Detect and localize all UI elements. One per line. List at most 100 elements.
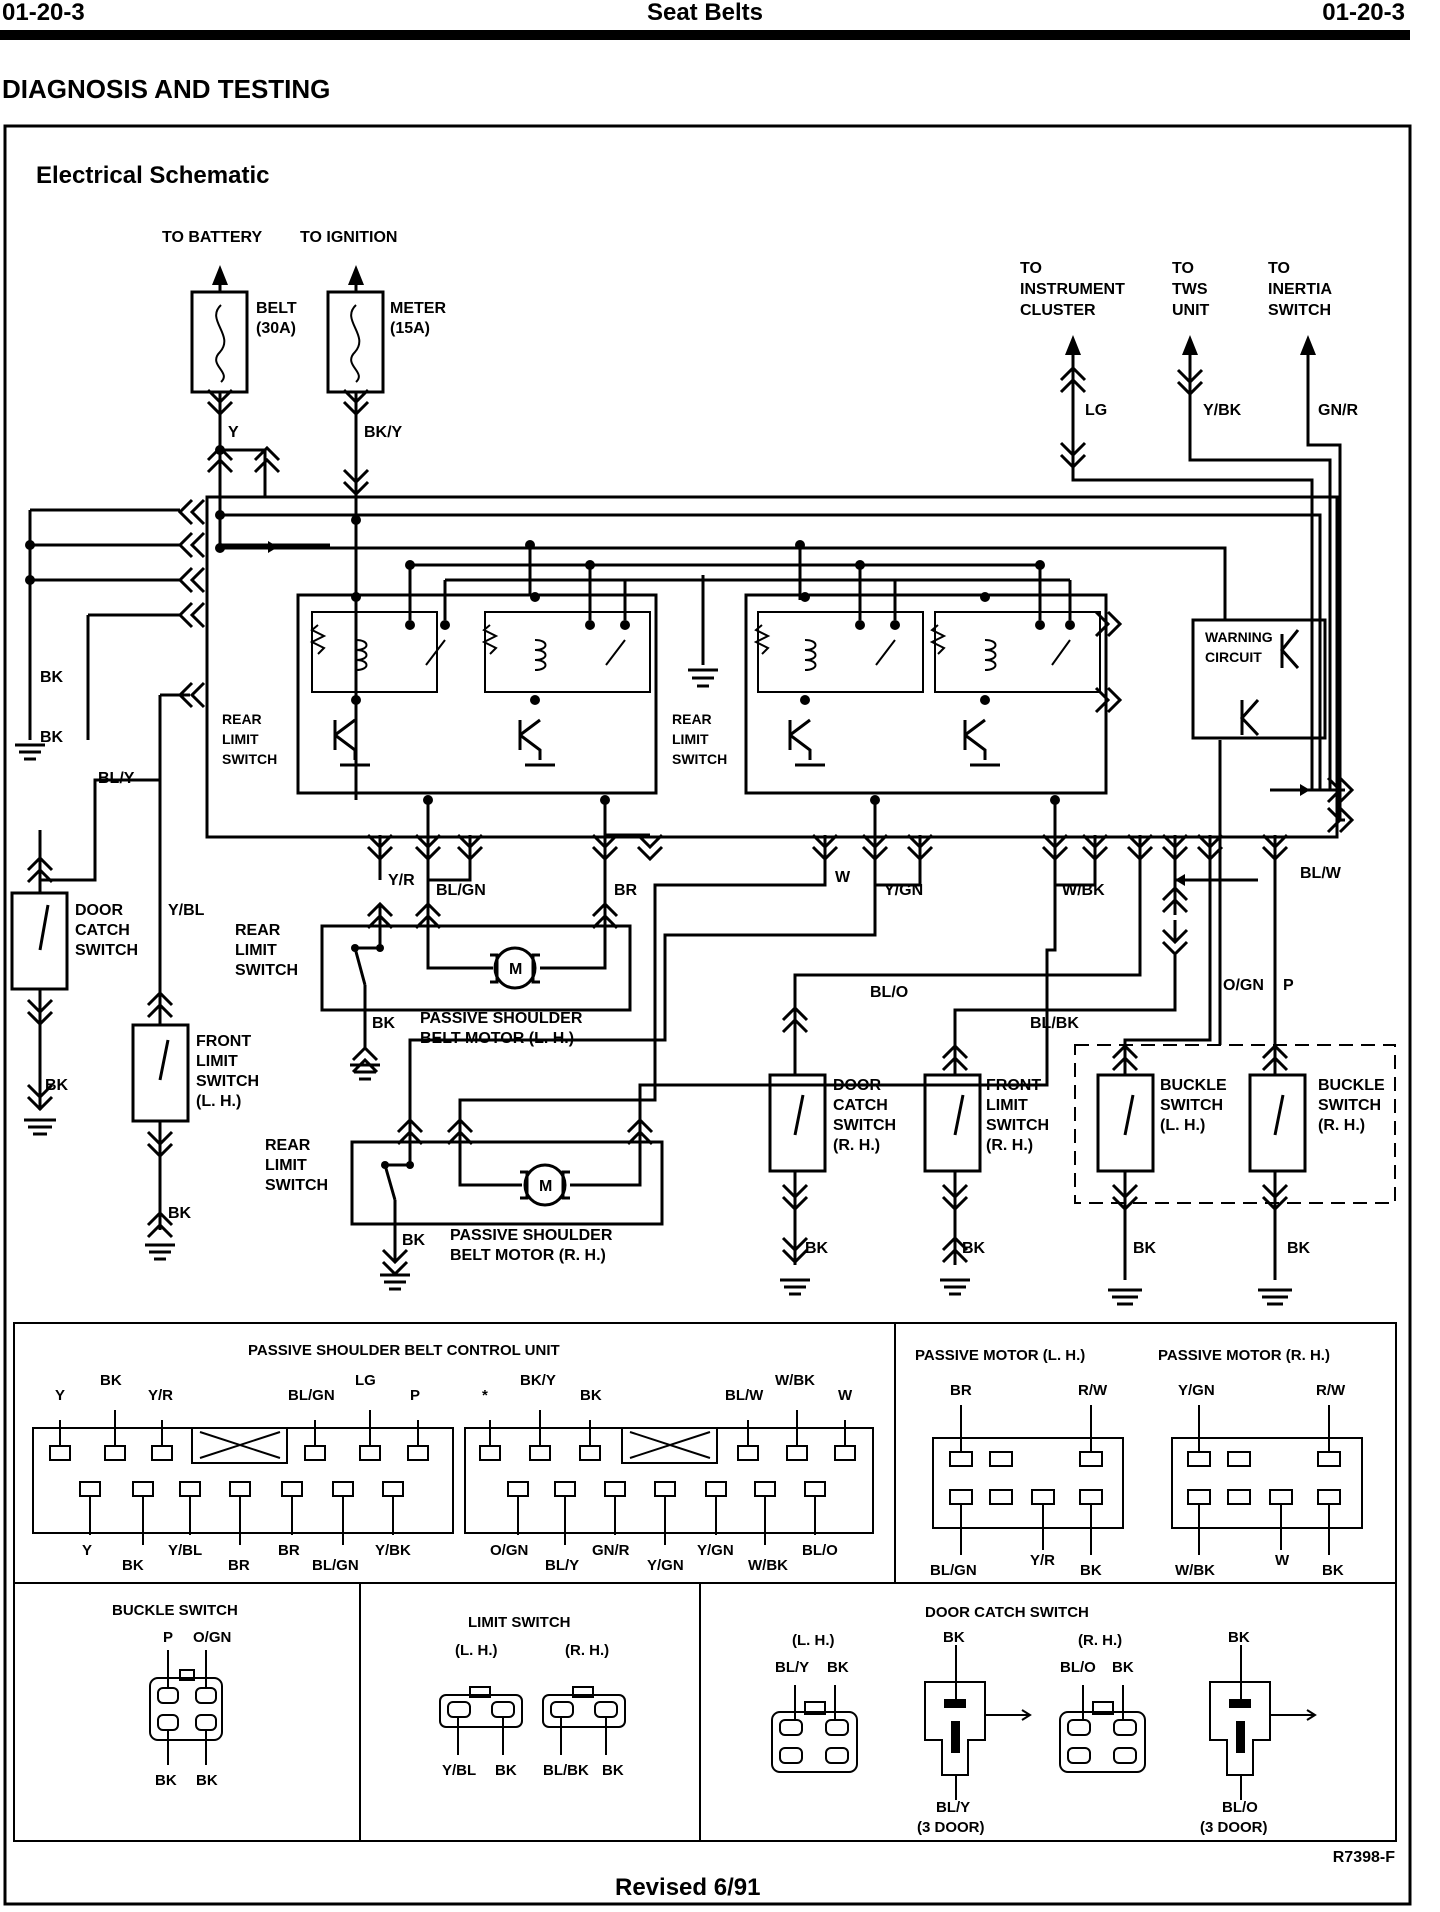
door-rh-bk: BK: [1228, 1629, 1250, 1646]
warning-circuit-1: WARNING: [1205, 629, 1273, 645]
door-catch-rh-3: SWITCH: [833, 1117, 896, 1134]
door-catch-rh-1: DOOR: [833, 1077, 881, 1094]
to-ignition-label: TO IGNITION: [300, 229, 397, 246]
door-switch-rh-body: [1209, 1681, 1271, 1776]
limit-rh-w0: BL/BK: [543, 1762, 589, 1779]
cu-r-bot-4: Y/GN: [697, 1542, 734, 1559]
buckle-conn-top-1: O/GN: [193, 1629, 231, 1646]
motor-rh-symbol: M: [539, 1178, 552, 1195]
wire-p: P: [1283, 977, 1294, 994]
motor-rh-label-2: BELT MOTOR (R. H.): [450, 1247, 606, 1264]
door-catch-switch-lh: [10, 891, 69, 991]
cu-l-top-2: Y/R: [148, 1387, 173, 1404]
wire-bk-4: BK: [168, 1205, 192, 1222]
figure-id: R7398-F: [1333, 1849, 1395, 1866]
door-rh-bottom-1: (3 DOOR): [1200, 1819, 1268, 1836]
door-catch-switch-rh: [768, 1073, 827, 1173]
cu-l-bot-4: BR: [278, 1542, 300, 1559]
limit-conn-rh: (R. H.): [565, 1642, 609, 1659]
section-title: DIAGNOSIS AND TESTING: [2, 74, 330, 104]
fuse-belt-rating: (30A): [256, 320, 296, 337]
cu-l-bot-5: BL/GN: [312, 1557, 359, 1574]
wire-yr: Y/R: [388, 872, 415, 889]
rear-limit-lh-3: SWITCH: [235, 962, 298, 979]
rear-limit-inside-l-3: SWITCH: [222, 751, 277, 767]
wire-wbk: W/BK: [1062, 882, 1105, 899]
to-tws-line1: TO: [1172, 260, 1194, 277]
wire-ygn: Y/GN: [884, 882, 923, 899]
cu-l-bot-2: Y/BL: [168, 1542, 202, 1559]
buckle-lh-2: SWITCH: [1160, 1097, 1223, 1114]
limit-lh-w1: BK: [495, 1762, 517, 1779]
motor-rh-conn-title: PASSIVE MOTOR (R. H.): [1158, 1347, 1330, 1364]
rear-limit-inside-l-2: LIMIT: [222, 731, 259, 747]
to-inertia-line1: TO: [1268, 260, 1290, 277]
wire-bky: BK/Y: [364, 424, 403, 441]
cu-r-top-1: BK/Y: [520, 1372, 556, 1389]
to-inertia-line2: INERTIA: [1268, 281, 1332, 298]
door-connector-rh: [1059, 1711, 1146, 1773]
figure-frame: [3, 124, 1412, 1906]
cu-r-top-4: W/BK: [775, 1372, 815, 1389]
cu-l-bot-6: Y/BK: [375, 1542, 411, 1559]
cu-r-top-0: *: [482, 1387, 488, 1404]
cu-r-bot-5: W/BK: [748, 1557, 788, 1574]
door-lh-w1: BK: [827, 1659, 849, 1676]
header-center: Seat Belts: [647, 0, 763, 26]
wire-bk-motor-lh: BK: [372, 1015, 396, 1032]
motor-lh-top-1: R/W: [1078, 1382, 1108, 1399]
motor-lh-top-0: BR: [950, 1382, 972, 1399]
to-cluster-line3: CLUSTER: [1020, 302, 1096, 319]
motor-rh-bot-2: BK: [1322, 1562, 1344, 1579]
relay-block-left: [296, 593, 658, 795]
rear-limit-inside-r-1: REAR: [672, 711, 712, 727]
wire-bly-left: BL/Y: [98, 770, 135, 787]
fuse-meter-name: METER: [390, 300, 446, 317]
wire-blo: BL/O: [870, 984, 908, 1001]
fuse-belt-name: BELT: [256, 300, 297, 317]
door-catch-1: DOOR: [75, 902, 123, 919]
door-lh-bottom-1: (3 DOOR): [917, 1819, 985, 1836]
cu-r-top-2: BK: [580, 1387, 602, 1404]
wire-bk-buckle-lh: BK: [1133, 1240, 1157, 1257]
buckle-conn-bot-0: BK: [155, 1772, 177, 1789]
cu-l-bot-0: Y: [82, 1542, 92, 1559]
control-unit-box: [205, 495, 1339, 839]
schematic-title: Electrical Schematic: [36, 162, 269, 189]
wire-ybl-left: Y/BL: [168, 902, 205, 919]
motor-lh-symbol: M: [509, 961, 522, 978]
to-cluster-line2: INSTRUMENT: [1020, 281, 1125, 298]
cu-l-top-1: BK: [100, 1372, 122, 1389]
wire-blbk: BL/BK: [1030, 1015, 1079, 1032]
door-lh-bk: BK: [943, 1629, 965, 1646]
cu-r-bot-0: O/GN: [490, 1542, 528, 1559]
header-left: 01-20-3: [2, 0, 85, 26]
motor-connector-rh: [1171, 1437, 1363, 1529]
front-limit-rh-3: SWITCH: [986, 1117, 1049, 1134]
motor-lh-conn-title: PASSIVE MOTOR (L. H.): [915, 1347, 1085, 1364]
wire-w: W: [835, 869, 851, 886]
front-limit-lh-1: FRONT: [196, 1033, 251, 1050]
motor-lh-label-1: PASSIVE SHOULDER: [420, 1010, 583, 1027]
wire-ybk: Y/BK: [1203, 402, 1242, 419]
buckle-conn-bot-1: BK: [196, 1772, 218, 1789]
cu-r-bot-6: BL/O: [802, 1542, 838, 1559]
limit-connector-rh: [542, 1694, 626, 1728]
limit-connector-lh: [439, 1694, 523, 1728]
motor-rh-top-0: Y/GN: [1178, 1382, 1215, 1399]
buckle-dashed-box: [1074, 1044, 1396, 1204]
door-rh-bottom-0: BL/O: [1222, 1799, 1258, 1816]
limit-rh-w1: BK: [602, 1762, 624, 1779]
buckle-switch-lh: [1096, 1073, 1155, 1173]
front-limit-rh-2: LIMIT: [986, 1097, 1028, 1114]
door-conn-rh: (R. H.): [1078, 1632, 1122, 1649]
buckle-rh-1: BUCKLE: [1318, 1077, 1385, 1094]
to-cluster-line1: TO: [1020, 260, 1042, 277]
cu-r-bot-2: GN/R: [592, 1542, 630, 1559]
door-catch-3: SWITCH: [75, 942, 138, 959]
cu-l-top-5: P: [410, 1387, 420, 1404]
relay-block-right: [744, 593, 1108, 795]
door-conn-title: DOOR CATCH SWITCH: [925, 1604, 1089, 1621]
motor-lh-bot-1: Y/R: [1030, 1552, 1055, 1569]
